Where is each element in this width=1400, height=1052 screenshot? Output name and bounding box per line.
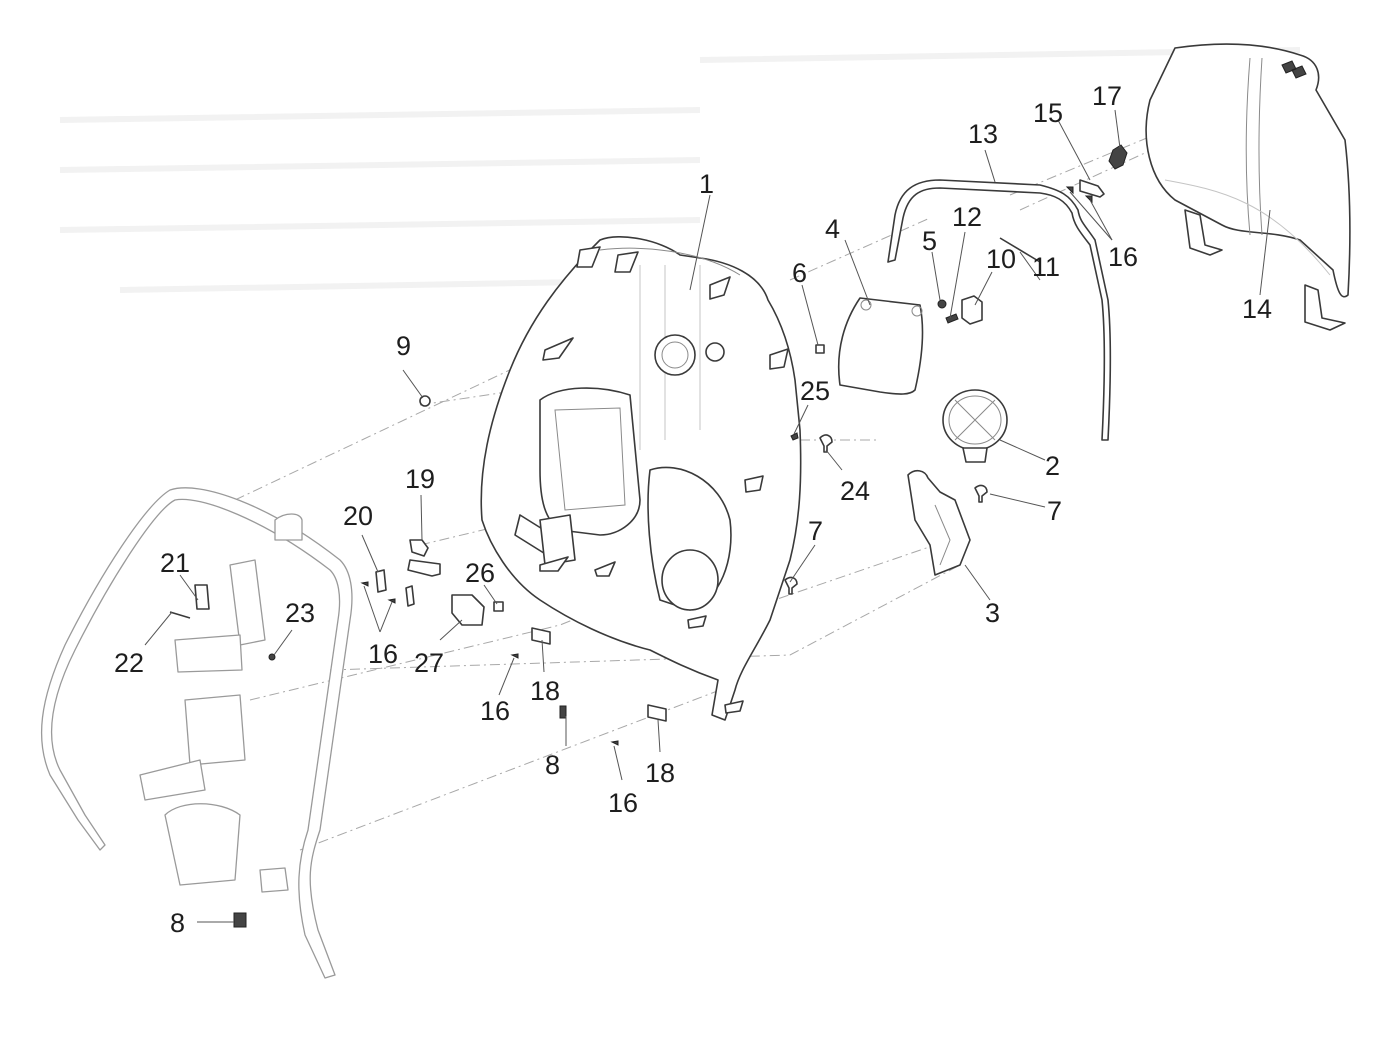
callout-16-center: 16 — [480, 696, 510, 726]
clip-18a[interactable] — [531, 627, 551, 645]
screws-16-bottom[interactable] — [510, 653, 619, 746]
callout-21: 21 — [160, 548, 190, 578]
callout-11: 11 — [1032, 252, 1060, 282]
callout-4: 4 — [825, 214, 840, 244]
callout-27: 27 — [414, 648, 444, 678]
callout-16-bottom: 16 — [608, 788, 638, 818]
callout-18-right: 18 — [645, 758, 675, 788]
callout-13: 13 — [968, 119, 998, 149]
storage-lid-part[interactable] — [837, 297, 924, 395]
callout-26: 26 — [465, 558, 495, 588]
screws-16-left[interactable] — [360, 581, 396, 604]
callout-3: 3 — [985, 598, 1000, 628]
leader-lines — [144, 109, 1271, 923]
callout-16-top: 16 — [1108, 242, 1138, 272]
callout-10: 10 — [986, 244, 1016, 274]
nut-9[interactable] — [419, 395, 431, 407]
callout-15: 15 — [1033, 98, 1063, 128]
callout-8-center: 8 — [545, 750, 560, 780]
background-watermark — [59, 47, 1301, 293]
screw-24[interactable] — [819, 434, 833, 453]
callout-14: 14 — [1242, 294, 1272, 324]
callout-17: 17 — [1092, 81, 1122, 111]
round-grille-part[interactable] — [942, 389, 1008, 463]
rear-leg-shield-part[interactable] — [480, 236, 802, 721]
bracket-15[interactable] — [1079, 179, 1105, 198]
spring-12[interactable] — [945, 313, 959, 324]
screw-7-right[interactable] — [974, 484, 988, 503]
lock-cylinder-17[interactable] — [1108, 144, 1128, 170]
clip-nut-6[interactable] — [815, 344, 825, 354]
callout-20: 20 — [343, 501, 373, 531]
pin-11[interactable] — [999, 237, 1041, 263]
callout-7-lower: 7 — [808, 516, 823, 546]
callout-22: 22 — [114, 648, 144, 678]
spring-clip-8a[interactable] — [559, 705, 567, 719]
callout-25: 25 — [800, 376, 830, 406]
callout-23: 23 — [285, 598, 315, 628]
clip-18b[interactable] — [647, 704, 667, 722]
bracket-19[interactable] — [407, 539, 441, 577]
screw-22[interactable] — [169, 611, 191, 619]
nut-5[interactable] — [937, 299, 947, 309]
hook-21[interactable] — [194, 584, 210, 610]
screw-25[interactable] — [790, 432, 799, 441]
callout-18-center: 18 — [530, 676, 560, 706]
callout-16-left: 16 — [368, 639, 398, 669]
clip-20[interactable] — [375, 569, 387, 593]
lid-lock-10[interactable] — [961, 295, 983, 325]
callout-7-right: 7 — [1047, 496, 1062, 526]
callout-9: 9 — [396, 331, 411, 361]
callout-8-bottom: 8 — [170, 908, 185, 938]
screw-7-lower[interactable] — [784, 576, 798, 595]
clip-20b[interactable] — [405, 585, 415, 607]
screws-16-top[interactable] — [1065, 186, 1093, 204]
edge-trim-part[interactable] — [887, 179, 1112, 441]
callout-6: 6 — [792, 258, 807, 288]
nut-26[interactable] — [493, 601, 504, 612]
callout-24: 24 — [840, 476, 870, 506]
callout-5: 5 — [922, 226, 937, 256]
callout-2: 2 — [1045, 451, 1060, 481]
glove-box-part[interactable] — [907, 469, 971, 576]
front-frame-part[interactable] — [41, 487, 353, 979]
callout-19: 19 — [405, 464, 435, 494]
front-shield-part[interactable] — [1145, 43, 1351, 331]
small-hardware[interactable] — [169, 144, 1128, 928]
callout-1: 1 — [699, 169, 714, 199]
nut-23[interactable] — [268, 653, 276, 661]
callout-labels: 1 2 3 4 5 6 7 7 8 8 9 10 11 12 13 14 15 … — [114, 81, 1272, 938]
spring-clip-8b[interactable] — [233, 912, 247, 928]
plate-27[interactable] — [451, 594, 485, 626]
callout-12: 12 — [952, 202, 982, 232]
